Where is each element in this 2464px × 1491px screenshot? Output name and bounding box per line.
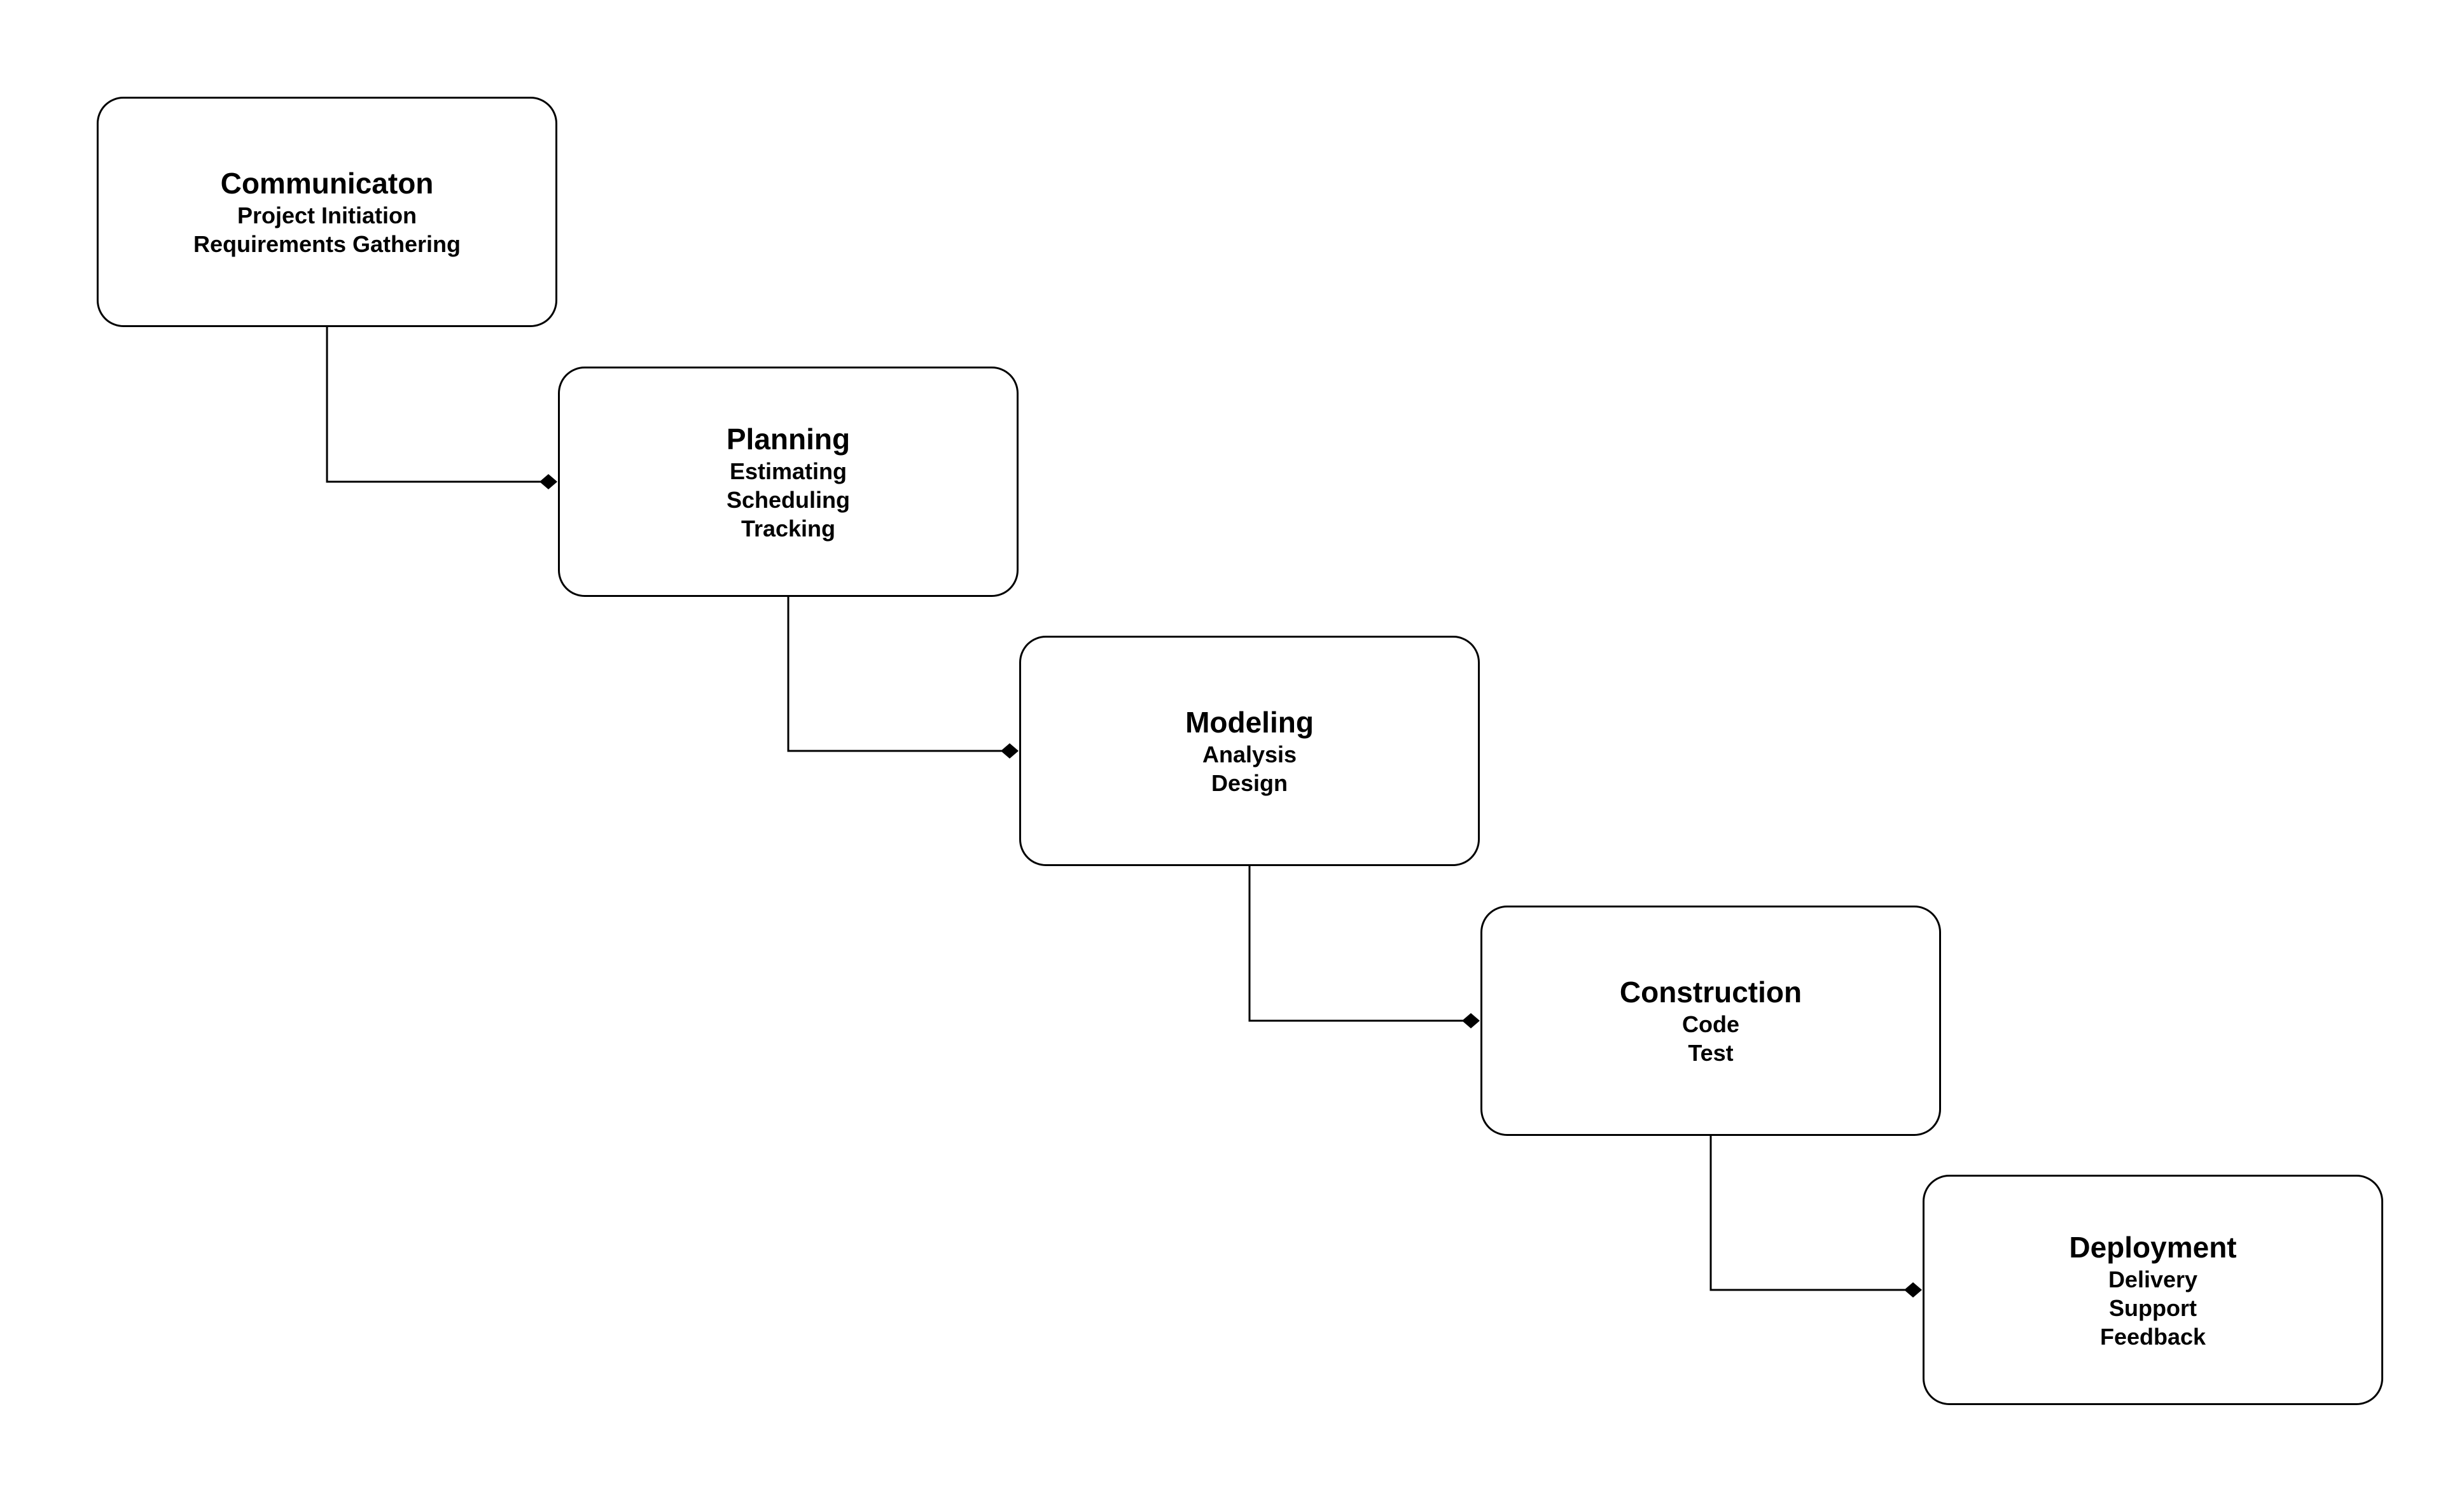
- stage-item: Support: [2109, 1294, 2197, 1321]
- stage-communication[interactable]: Communicaton Project Initiation Requirem…: [97, 97, 557, 327]
- stage-item: Estimating: [729, 458, 847, 484]
- stage-item: Analysis: [1202, 741, 1297, 767]
- stage-item: Tracking: [741, 515, 836, 542]
- stage-item: Delivery: [2108, 1266, 2198, 1292]
- connector-end-diamond: [1001, 743, 1019, 759]
- connector-end-diamond: [1462, 1013, 1480, 1028]
- connector-end-diamond: [539, 474, 557, 489]
- stage-construction[interactable]: Construction Code Test: [1480, 906, 1941, 1136]
- stage-title: Construction: [1619, 976, 1802, 1009]
- stage-modeling[interactable]: Modeling Analysis Design: [1019, 636, 1480, 866]
- stage-title: Modeling: [1185, 706, 1314, 739]
- stage-title: Planning: [726, 422, 851, 456]
- stage-title: Communicaton: [220, 167, 434, 200]
- stage-item: Design: [1211, 770, 1288, 796]
- stage-item: Code: [1682, 1011, 1739, 1037]
- stage-planning[interactable]: Planning Estimating Scheduling Tracking: [558, 367, 1019, 597]
- stage-title: Deployment: [2069, 1230, 2237, 1264]
- connector-construction-to-deployment: [1709, 1136, 1912, 1291]
- stage-deployment[interactable]: Deployment Delivery Support Feedback: [1923, 1175, 2383, 1405]
- connector-communication-to-planning: [326, 327, 547, 483]
- stage-item: Feedback: [2099, 1323, 2206, 1350]
- stage-item: Scheduling: [726, 486, 850, 513]
- stage-item: Test: [1688, 1040, 1734, 1066]
- stage-item: Requirements Gathering: [193, 231, 461, 257]
- stage-item: Project Initiation: [237, 202, 417, 228]
- connector-planning-to-modeling: [787, 597, 1008, 752]
- connector-modeling-to-construction: [1248, 866, 1470, 1022]
- connector-end-diamond: [1904, 1282, 1922, 1298]
